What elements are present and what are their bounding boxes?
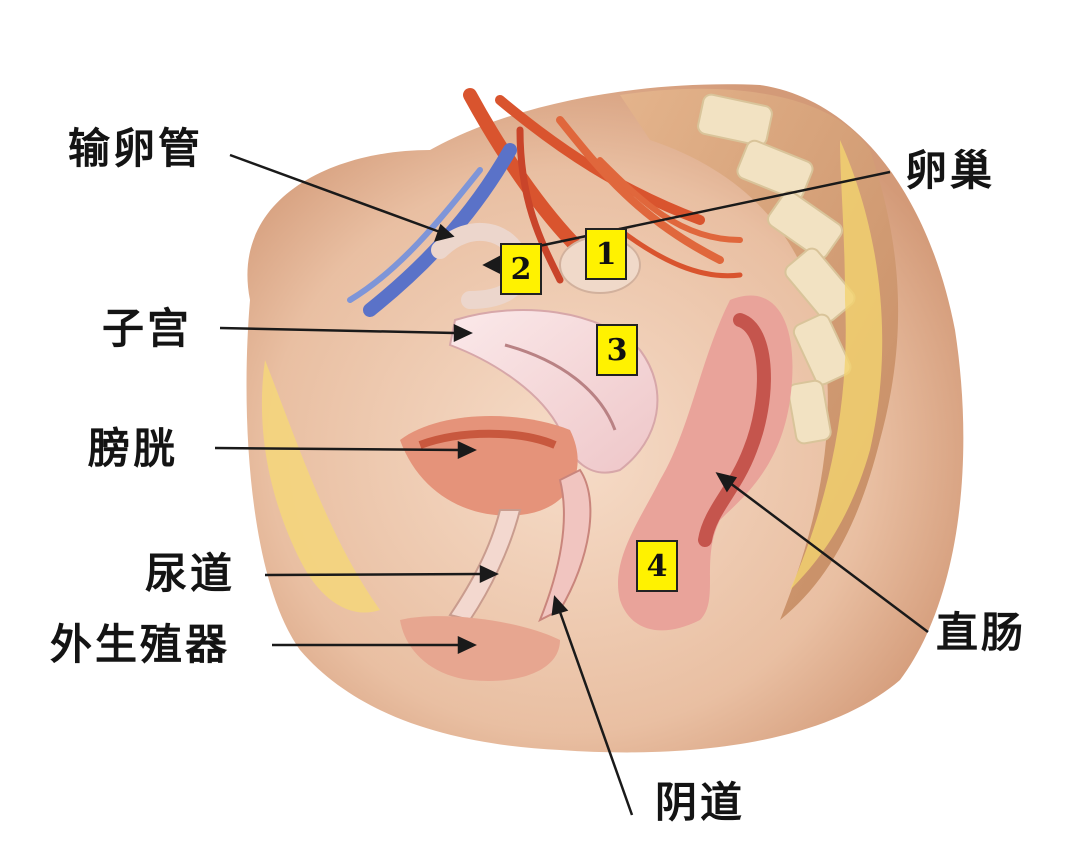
label-uterus: 子宫 — [102, 304, 193, 353]
marker-3: 3 — [596, 324, 638, 376]
label-bladder: 膀胱 — [88, 424, 179, 473]
fat-layer-front — [261, 360, 380, 613]
spine — [697, 93, 856, 445]
label-external-genitalia: 外生殖器 — [50, 620, 231, 669]
label-rectum: 直肠 — [936, 608, 1027, 657]
fat-layer-back — [790, 140, 883, 590]
label-fallopian-tube: 输卵管 — [68, 124, 204, 173]
marker-2: 2 — [500, 243, 542, 295]
label-urethra: 尿道 — [145, 549, 236, 598]
leader-lines — [214, 153, 929, 816]
marker-4: 4 — [636, 540, 678, 592]
label-vagina: 阴道 — [655, 778, 746, 827]
vagina-shape — [538, 468, 592, 623]
genitalia-shape — [400, 616, 560, 681]
marker-1: 1 — [585, 228, 627, 280]
label-ovary: 卵巢 — [905, 146, 996, 195]
